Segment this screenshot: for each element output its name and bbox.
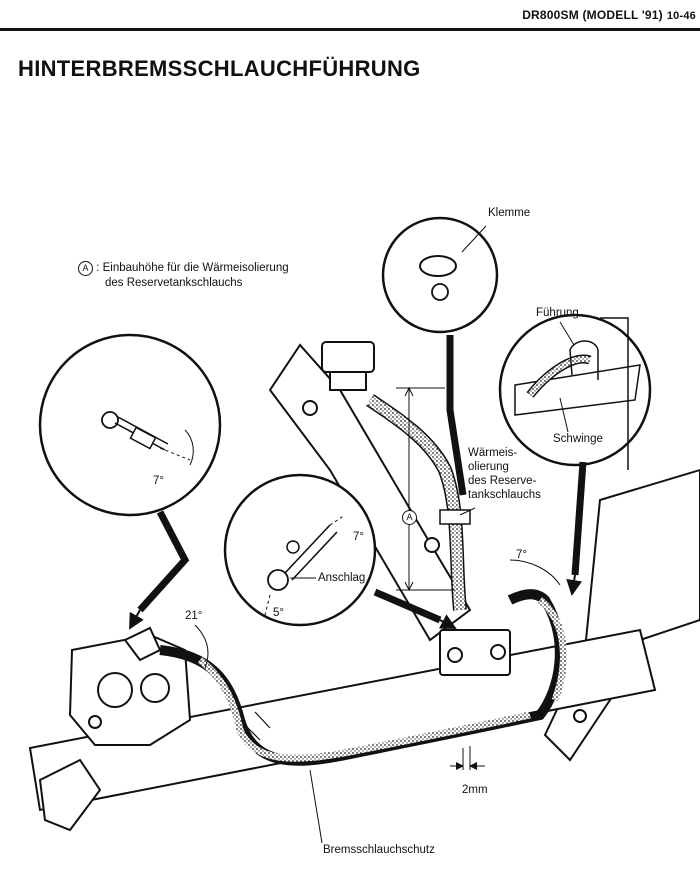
- label-fuehrung: Führung: [536, 307, 579, 319]
- reservoir-hose: [366, 394, 471, 611]
- note-line-2: des Reservetankschlauchs: [105, 277, 243, 289]
- label-angle-7-right: 7°: [516, 549, 527, 561]
- marker-A-icon: A: [78, 261, 93, 276]
- label-waermeisolierung: Wärmeis- olierung des Reserve- tankschla…: [468, 447, 541, 501]
- label-schwinge: Schwinge: [553, 433, 603, 445]
- brake-hose: [159, 589, 567, 766]
- dimension-A: [396, 386, 455, 592]
- detail-circle-fuehrung: [498, 313, 652, 470]
- label-angle-7-left: 7°: [153, 475, 164, 487]
- detail-circle-left-union: [38, 333, 222, 517]
- page-title: HINTERBREMSSCHLAUCHFÜHRUNG: [18, 56, 421, 81]
- note-marker-A: A : Einbauhöhe für die Wärmeisolierung: [78, 261, 289, 276]
- page-header: DR800SM (MODELL '91)10-46: [522, 8, 696, 22]
- label-anschlag: Anschlag: [318, 572, 366, 584]
- header-rule: [0, 28, 700, 31]
- label-bremsschlauchschutz: Bremsschlauchschutz: [323, 844, 435, 856]
- gap-dimension: [450, 746, 485, 770]
- angle-arcs: [194, 559, 561, 669]
- master-cylinder: [321, 341, 511, 676]
- detail-circle-klemme: [381, 216, 499, 334]
- label-angle-21: 21°: [185, 610, 203, 622]
- label-angle-5: 5°: [273, 607, 284, 619]
- label-klemme: Klemme: [488, 207, 531, 219]
- brake-caliper: [38, 626, 192, 832]
- leader-lines: [129, 225, 587, 844]
- label-gap-2mm: 2mm: [462, 784, 488, 796]
- note-line-1: : Einbauhöhe für die Wärmeisolierung: [96, 262, 289, 274]
- page-number: 10-46: [666, 10, 696, 22]
- dimension-marker-A: A: [402, 510, 417, 525]
- detail-circle-middle-union: [223, 473, 377, 627]
- model-label: DR800SM (MODELL '91): [522, 8, 663, 22]
- label-angle-7-mid: 7°: [353, 531, 364, 543]
